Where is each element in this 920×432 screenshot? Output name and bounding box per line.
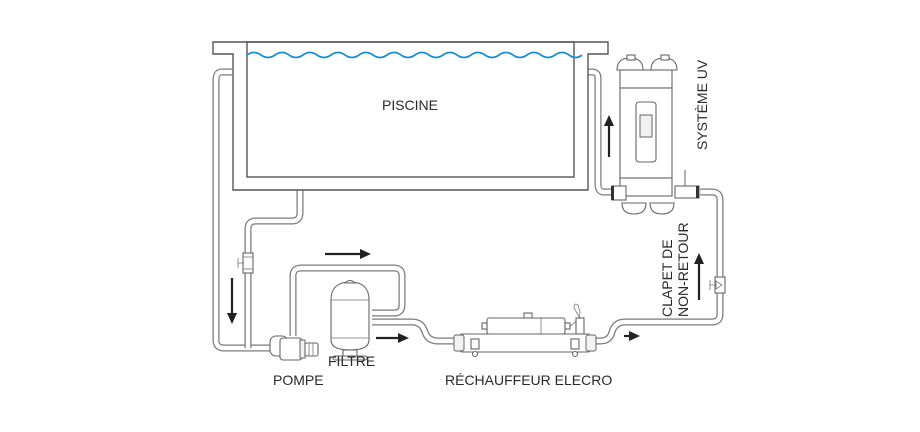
pool: PISCINE (212, 41, 609, 191)
flow-arrow-right-heater (624, 331, 640, 341)
pool-label: PISCINE (382, 97, 438, 113)
flow-arrow-down (227, 278, 237, 324)
flow-arrow-up-uv (604, 115, 614, 157)
check-valve (709, 276, 726, 294)
water-surface (246, 51, 583, 59)
check-valve-label-line1: CLAPET DE (659, 239, 675, 317)
flow-arrow-right-top (325, 249, 371, 259)
electric-heater (453, 303, 597, 358)
sand-filter (330, 280, 370, 361)
heater-label: RÉCHAUFFEUR ELECRO (445, 372, 612, 388)
uv-system-label: SYSTÈME UV (694, 59, 710, 150)
flow-arrows (227, 115, 704, 343)
flow-arrow-right-filter (376, 333, 409, 343)
check-valve-label-line2: NON-RETOUR (675, 222, 691, 317)
flow-arrow-up-check (694, 253, 704, 300)
pump-label: POMPE (273, 372, 324, 388)
pipe-network (212, 68, 724, 352)
pump (269, 335, 319, 361)
filter-label: FILTRE (328, 353, 375, 369)
uv-system (611, 54, 700, 215)
gate-valve (237, 252, 254, 274)
